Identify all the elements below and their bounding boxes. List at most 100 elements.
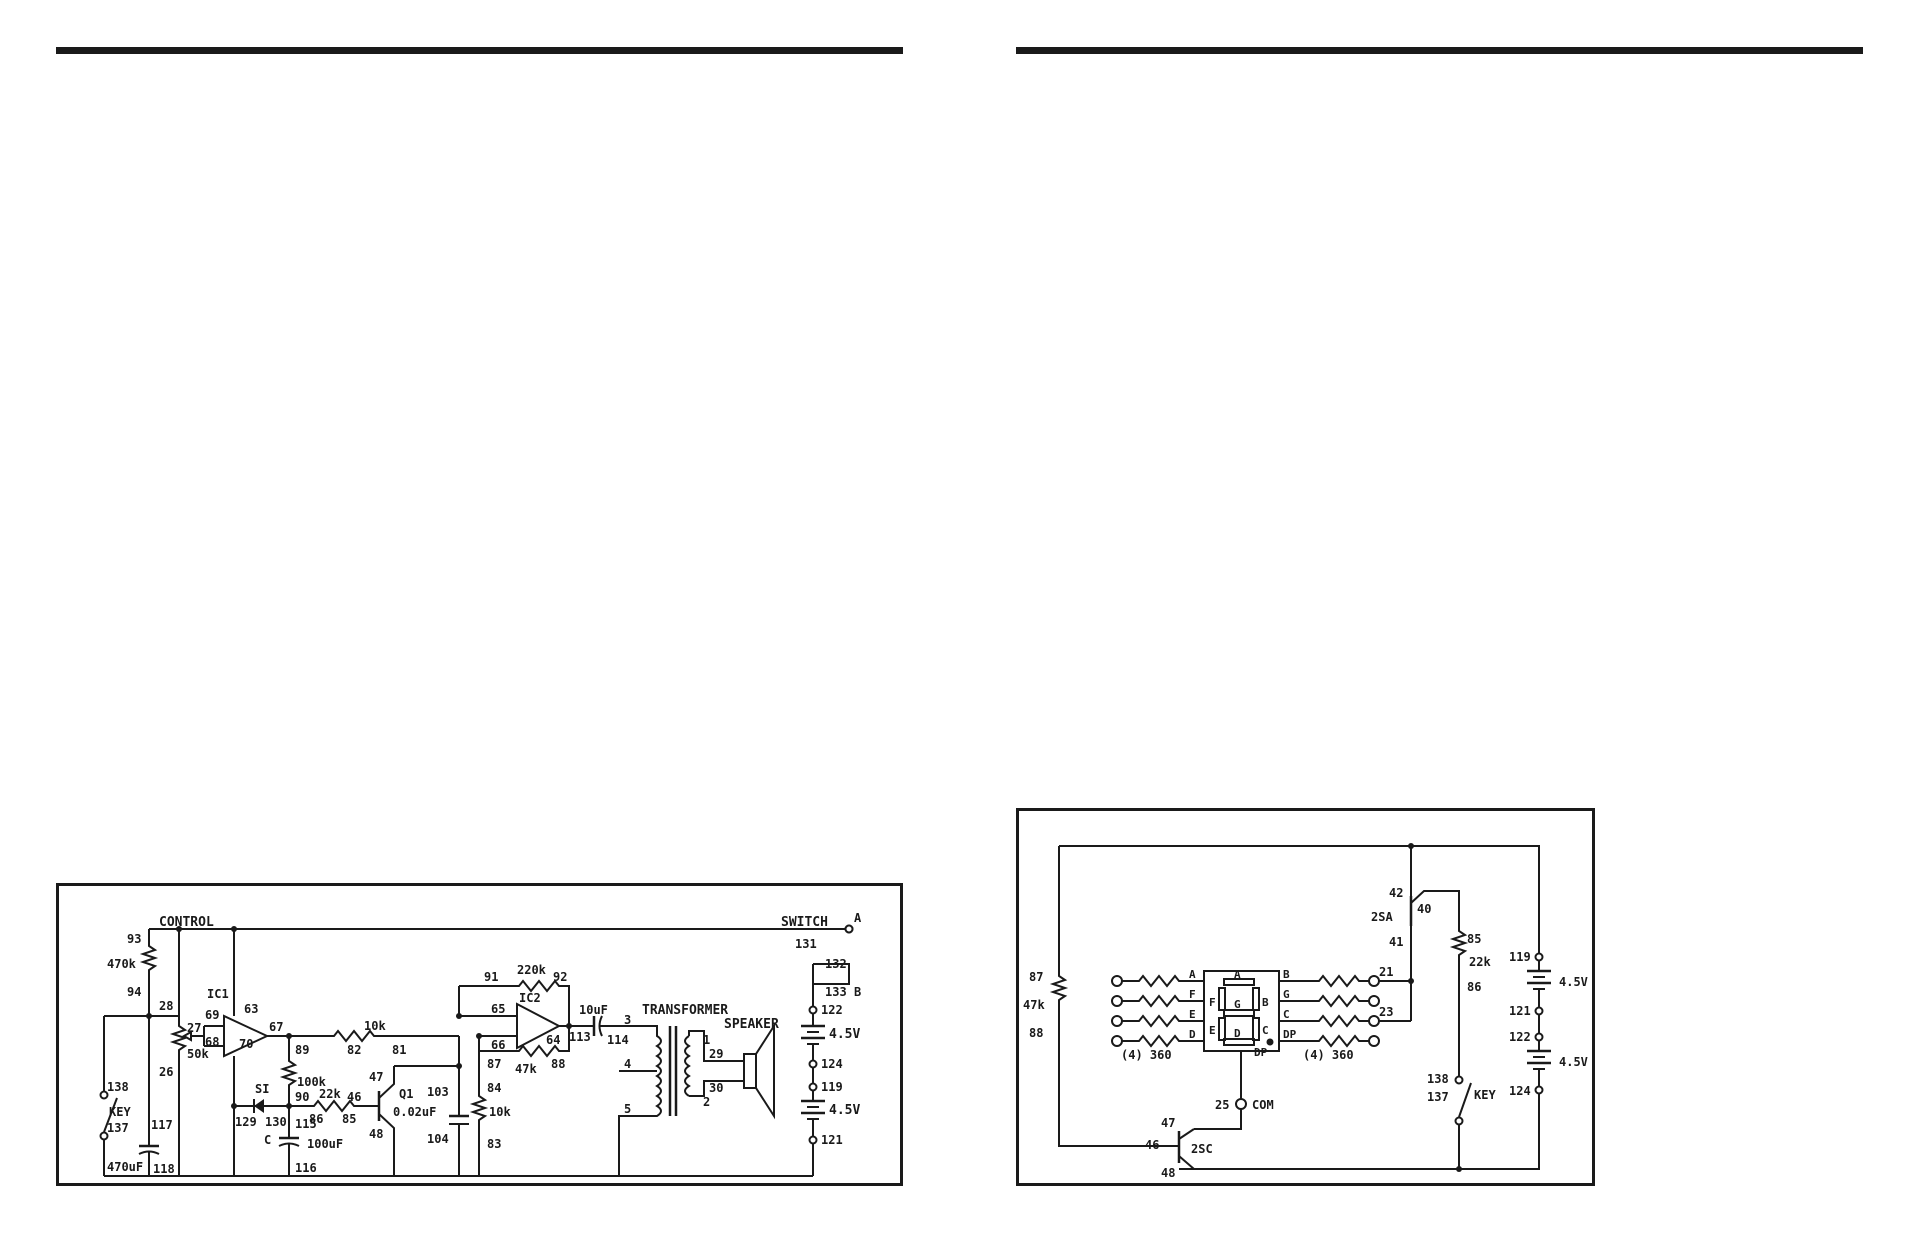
segment-f-label: F [1209,996,1216,1009]
node-21: 21 [1379,965,1393,979]
node-114: 114 [607,1033,629,1047]
battery-45v-label: 4.5V [1559,975,1588,989]
node-104: 104 [427,1132,449,1146]
transistor-2sa-label: 2SA [1371,910,1393,924]
cap-002uf-label: 0.02uF [393,1105,436,1119]
node-42: 42 [1389,886,1403,900]
resistor-47k-label: 47k [515,1062,537,1076]
cap-470uf-label: 470uF [107,1160,143,1174]
resistor-22k-label: 22k [319,1087,341,1101]
schematic-left-svg: CONTROL SWITCH A B 93 470k 94 28 27 50k … [99,911,862,1177]
node-137: 137 [107,1121,129,1135]
node-122: 122 [821,1003,843,1017]
diode-si-label: SI [255,1082,269,1096]
label-b: B [854,985,861,999]
node-25: 25 [1215,1098,1229,1112]
node-113: 113 [569,1030,591,1044]
node-137: 137 [1427,1090,1449,1104]
control-label: CONTROL [159,915,214,930]
output-b-label: B [1283,968,1290,981]
segment-e-label: E [1209,1024,1216,1037]
node-41: 41 [1389,935,1403,949]
node-87: 87 [487,1057,501,1071]
node-124: 124 [821,1057,843,1071]
resistor-bank-right-label: (4) 360 [1303,1048,1354,1062]
node-69: 69 [205,1008,219,1022]
pot-50k-label: 50k [187,1047,209,1061]
input-f-label: F [1189,988,1196,1001]
node-84: 84 [487,1081,501,1095]
node-48: 48 [369,1127,383,1141]
node-26: 26 [159,1065,173,1079]
node-115: 115 [295,1117,317,1131]
input-e-label: E [1189,1008,1196,1021]
node-121: 121 [821,1133,843,1147]
node-67: 67 [269,1020,283,1034]
node-46: 46 [347,1090,361,1104]
segment-dp-label: DP [1254,1046,1268,1059]
node-118: 118 [153,1162,175,1176]
node-122: 122 [1509,1030,1531,1044]
resistor-220k-label: 220k [517,963,547,977]
node-85: 85 [342,1112,356,1126]
cap-100uf-label: 100uF [307,1137,343,1151]
node-121: 121 [1509,1004,1531,1018]
top-rule-left [56,47,903,54]
node-138: 138 [1427,1072,1449,1086]
q1-label: Q1 [399,1087,413,1101]
segment-g-label: G [1234,998,1241,1011]
node-1: 1 [703,1033,710,1047]
node-48: 48 [1161,1166,1175,1180]
node-129: 129 [235,1115,257,1129]
output-dp-label: DP [1283,1028,1297,1041]
cap-c-label: C [264,1133,271,1147]
right-resistor-bank [1279,974,1380,1048]
battery-45v-label-2: 4.5V [1559,1055,1588,1069]
node-90: 90 [295,1090,309,1104]
node-88: 88 [551,1057,565,1071]
resistor-470k-label: 470k [107,957,137,971]
segment-d-label: D [1234,1027,1241,1040]
node-86: 86 [309,1112,323,1126]
resistor-10k-label: 10k [364,1019,386,1033]
ic1-label: IC1 [207,987,229,1001]
node-30: 30 [709,1081,723,1095]
key-label: KEY [109,1105,131,1119]
schematic-right-svg: 87 47k 88 A F E D A F G B E C D DP B G C… [1023,843,1588,1180]
node-85: 85 [1467,932,1481,946]
pot-10k-label: 10k [489,1105,511,1119]
ic2-label: IC2 [519,991,541,1005]
speaker-label: SPEAKER [724,1017,779,1032]
resistor-100k-label: 100k [297,1075,327,1089]
schematic-panel-left: CONTROL SWITCH A B 93 470k 94 28 27 50k … [56,883,903,1186]
node-28: 28 [159,999,173,1013]
switch-label: SWITCH [781,915,828,930]
node-130: 130 [265,1115,287,1129]
label-a: A [854,911,862,925]
node-82: 82 [347,1043,361,1057]
node-29: 29 [709,1047,723,1061]
input-a-label: A [1189,968,1196,981]
left-resistor-bank [1111,974,1204,1048]
transistor-2sc-label: 2SC [1191,1142,1213,1156]
node-81: 81 [392,1043,406,1057]
transformer-label: TRANSFORMER [642,1003,728,1018]
node-2: 2 [703,1095,710,1109]
node-93: 93 [127,932,141,946]
node-83: 83 [487,1137,501,1151]
com-label: COM [1252,1098,1274,1112]
node-103: 103 [427,1085,449,1099]
node-47: 47 [369,1070,383,1084]
output-c-label: C [1283,1008,1290,1021]
node-40: 40 [1417,902,1431,916]
node-70: 70 [239,1037,253,1051]
schematic-panel-right: 87 47k 88 A F E D A F G B E C D DP B G C… [1016,808,1595,1186]
node-92: 92 [553,970,567,984]
node-64: 64 [546,1033,560,1047]
output-g-label: G [1283,988,1290,1001]
node-94: 94 [127,985,141,999]
node-89: 89 [295,1043,309,1057]
node-65: 65 [491,1002,505,1016]
node-131: 131 [795,937,817,951]
resistor-bank-left-label: (4) 360 [1121,1048,1172,1062]
